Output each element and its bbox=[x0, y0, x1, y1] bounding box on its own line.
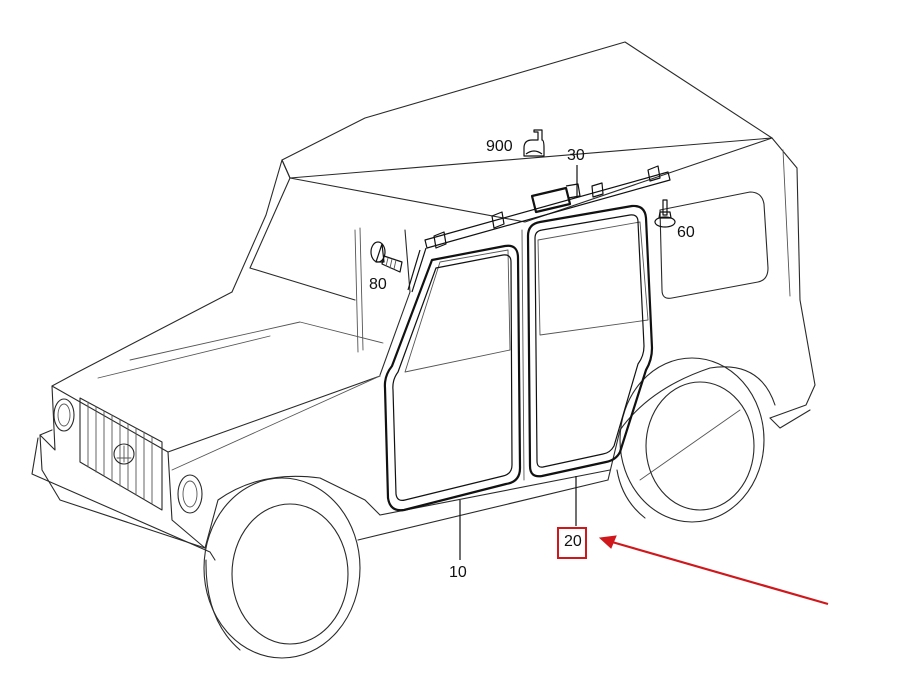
label-20: 20 bbox=[564, 533, 582, 550]
label-60: 60 bbox=[677, 224, 695, 241]
leader-lines bbox=[459, 165, 578, 560]
label-30: 30 bbox=[567, 147, 585, 164]
label-900: 900 bbox=[486, 138, 513, 155]
clip-60-icon bbox=[654, 199, 676, 228]
highlight-arrow bbox=[598, 535, 829, 606]
trim-clip bbox=[433, 165, 661, 249]
roof-rail-trim bbox=[407, 165, 671, 293]
label-80: 80 bbox=[369, 276, 387, 293]
door-seal-front bbox=[383, 244, 522, 512]
connector-900-icon bbox=[523, 129, 545, 157]
door-seal-rear bbox=[526, 204, 654, 478]
vehicle-outline bbox=[31, 41, 816, 659]
bolt-80-icon bbox=[370, 241, 403, 273]
label-10: 10 bbox=[449, 564, 467, 581]
highlight-box bbox=[557, 527, 587, 559]
